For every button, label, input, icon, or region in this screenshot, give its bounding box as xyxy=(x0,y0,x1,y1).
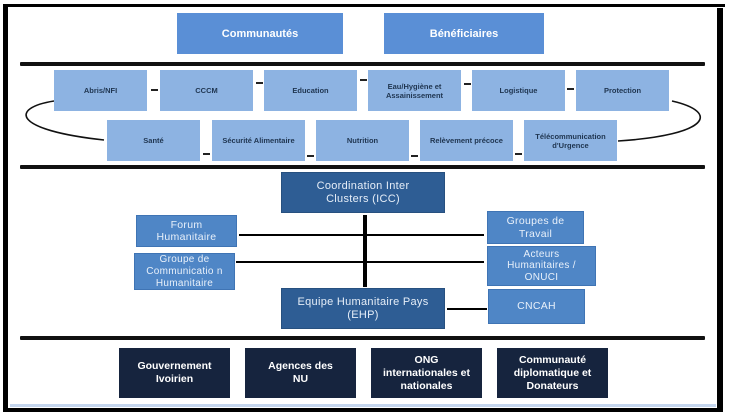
actor-label: Gouvernement Ivoirien xyxy=(137,360,212,385)
cluster-securite-alimentaire: Sécurité Alimentaire xyxy=(212,120,305,161)
cluster-sante: Santé xyxy=(107,120,200,161)
cluster-eau-hygiene: Eau/Hygiène et Assainissement xyxy=(368,70,461,111)
dash-connector xyxy=(203,153,210,155)
frame-bottom-border xyxy=(3,408,723,412)
cluster-label: Santé xyxy=(143,136,164,145)
cluster-cccm: CCCM xyxy=(160,70,253,111)
cluster-label: Eau/Hygiène et Assainissement xyxy=(385,81,444,100)
left-connector-curve xyxy=(25,100,105,141)
dash-connector xyxy=(256,82,263,84)
vertical-connector xyxy=(363,215,367,287)
dash-connector xyxy=(360,79,367,81)
actor-label: Communauté diplomatique et Donateurs xyxy=(513,353,592,392)
forum-connector xyxy=(239,234,484,236)
acteurs-label: Acteurs Humanitaires / ONUCI xyxy=(507,248,576,283)
actor-label: ONG internationales et nationales xyxy=(383,353,470,392)
cluster-abris-nfi: Abris/NFI xyxy=(54,70,147,111)
actor-agences-nu: Agences des NU xyxy=(245,348,356,398)
dash-connector xyxy=(464,83,471,85)
ehp-label: Equipe Humanitaire Pays (EHP) xyxy=(297,295,429,321)
cluster-label: CCCM xyxy=(195,86,218,95)
beneficiaires-label: Bénéficiaires xyxy=(429,27,499,40)
groupe-communication-box: Groupe de Communicatio n Humanitaire xyxy=(134,253,235,290)
dash-connector xyxy=(151,89,158,91)
cluster-label: Logistique xyxy=(499,86,538,95)
cluster-label: Abris/NFI xyxy=(83,86,118,95)
groupes-travail-label: Groupes de Travail xyxy=(506,215,565,240)
cluster-label: Relèvement précoce xyxy=(430,136,503,145)
cluster-telecommunication: Télécommunication d'Urgence xyxy=(524,120,617,161)
acteurs-humanitaires-box: Acteurs Humanitaires / ONUCI xyxy=(487,246,596,286)
cluster-education: Education xyxy=(264,70,357,111)
frame-right-border xyxy=(717,8,723,412)
icc-label: Coordination Inter Clusters (ICC) xyxy=(316,179,410,205)
groupe-comm-label: Groupe de Communicatio n Humanitaire xyxy=(146,253,223,289)
forum-label: Forum Humanitaire xyxy=(156,218,217,244)
groupe-comm-connector xyxy=(236,261,484,263)
communautes-label: Communautés xyxy=(221,27,299,40)
beneficiaires-box: Bénéficiaires xyxy=(384,13,544,54)
actor-label: Agences des NU xyxy=(268,360,333,385)
icc-box: Coordination Inter Clusters (ICC) xyxy=(281,172,445,213)
actor-communaute-diplomatique: Communauté diplomatique et Donateurs xyxy=(497,348,608,398)
cncah-connector xyxy=(447,308,487,310)
cluster-nutrition: Nutrition xyxy=(316,120,409,161)
separator-3 xyxy=(20,336,705,340)
dash-connector xyxy=(515,153,522,155)
separator-2 xyxy=(20,165,705,169)
actor-gouvernement: Gouvernement Ivoirien xyxy=(119,348,230,398)
cluster-logistique: Logistique xyxy=(472,70,565,111)
cluster-relevement-precoce: Relèvement précoce xyxy=(420,120,513,161)
cluster-label: Sécurité Alimentaire xyxy=(222,136,295,145)
cncah-box: CNCAH xyxy=(488,289,585,324)
cluster-label: Protection xyxy=(603,86,642,95)
dash-connector xyxy=(307,155,314,157)
right-connector-curve xyxy=(617,100,702,142)
cluster-label: Nutrition xyxy=(346,136,379,145)
groupes-de-travail-box: Groupes de Travail xyxy=(487,211,584,244)
forum-humanitaire-box: Forum Humanitaire xyxy=(136,215,237,247)
dash-connector xyxy=(567,88,574,90)
separator-1 xyxy=(20,62,705,66)
actor-ong: ONG internationales et nationales xyxy=(371,348,482,398)
communautes-box: Communautés xyxy=(177,13,343,54)
cncah-label: CNCAH xyxy=(517,300,556,313)
frame-top-border xyxy=(3,4,725,7)
ehp-box: Equipe Humanitaire Pays (EHP) xyxy=(281,288,445,329)
cluster-label: Education xyxy=(292,86,329,95)
cluster-protection: Protection xyxy=(576,70,669,111)
cluster-label: Télécommunication d'Urgence xyxy=(535,131,606,150)
dash-connector xyxy=(411,155,418,157)
frame-left-border xyxy=(3,6,8,410)
frame-bottom-accent xyxy=(10,404,716,407)
